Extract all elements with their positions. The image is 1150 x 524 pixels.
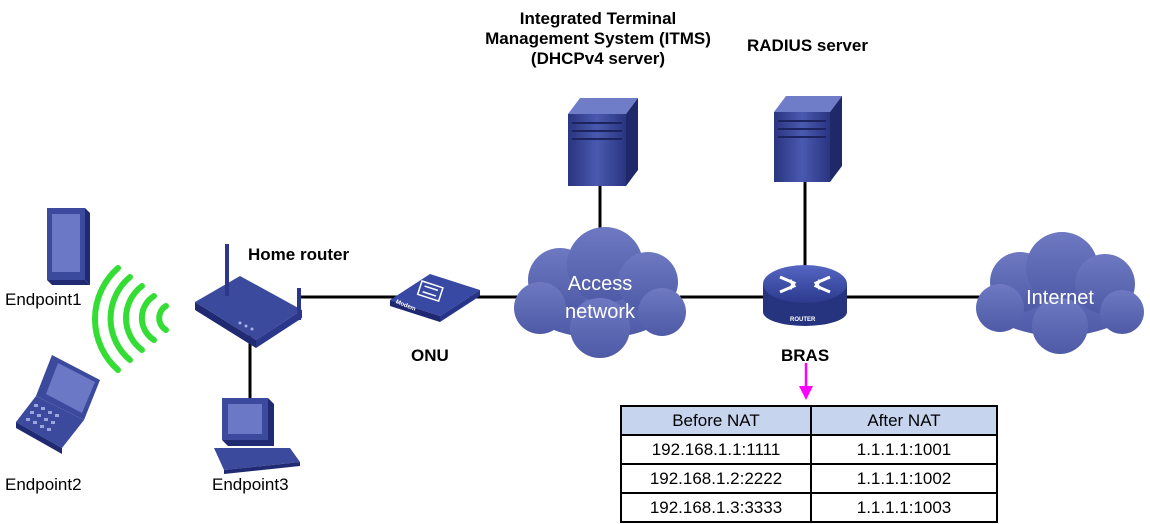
bras-label: BRAS — [781, 346, 830, 365]
internet-label: Internet — [1026, 287, 1094, 309]
nat-cell-after: 1.1.1.1:1001 — [810, 434, 998, 465]
table-row: 192.168.1.2:2222 1.1.1.1:1002 — [620, 463, 998, 494]
nat-table-header-row: Before NAT After NAT — [620, 405, 998, 436]
bras-router-icon — [763, 265, 847, 326]
onu-modem-icon — [390, 274, 480, 322]
endpoint2-label: Endpoint2 — [5, 475, 82, 494]
wifi-signal-icon — [92, 265, 169, 373]
onu-label: ONU — [411, 346, 449, 365]
nat-header-after: After NAT — [810, 405, 998, 436]
nat-arrow — [799, 363, 813, 400]
endpoint3-desktop-icon — [214, 398, 300, 474]
nat-cell-after: 1.1.1.1:1003 — [810, 492, 998, 523]
access-network-label: Access network — [540, 270, 660, 326]
nat-cell-before: 192.168.1.2:2222 — [620, 463, 812, 494]
home-router-label: Home router — [248, 245, 350, 264]
home-router-icon — [195, 244, 302, 348]
internet-cloud — [976, 232, 1144, 354]
endpoint1-label: Endpoint1 — [5, 290, 82, 309]
access-network-label-line2: network — [564, 301, 636, 323]
itms-label-line1: Integrated Terminal — [519, 9, 677, 28]
itms-label: Integrated Terminal Management System (I… — [418, 9, 778, 69]
endpoint3-label: Endpoint3 — [212, 475, 289, 494]
radius-server-label: RADIUS server — [747, 36, 868, 55]
nat-table: Before NAT After NAT 192.168.1.1:1111 1.… — [620, 405, 998, 523]
endpoint2-laptop-icon — [16, 355, 100, 454]
itms-label-line2: Management System (ITMS) — [485, 29, 711, 48]
access-network-cloud — [514, 227, 686, 358]
radius-server-icon — [774, 96, 842, 182]
nat-cell-after: 1.1.1.1:1002 — [810, 463, 998, 494]
table-row: 192.168.1.1:1111 1.1.1.1:1001 — [620, 434, 998, 465]
nat-cell-before: 192.168.1.1:1111 — [620, 434, 812, 465]
endpoint1-tablet-icon — [47, 208, 90, 285]
table-row: 192.168.1.3:3333 1.1.1.1:1003 — [620, 492, 998, 523]
nat-header-before: Before NAT — [620, 405, 812, 436]
nat-cell-before: 192.168.1.3:3333 — [620, 492, 812, 523]
itms-label-line3: (DHCPv4 server) — [530, 49, 666, 68]
access-network-label-line1: Access — [567, 273, 633, 295]
itms-server-icon — [568, 98, 638, 186]
router-text: ROUTER — [790, 317, 816, 323]
